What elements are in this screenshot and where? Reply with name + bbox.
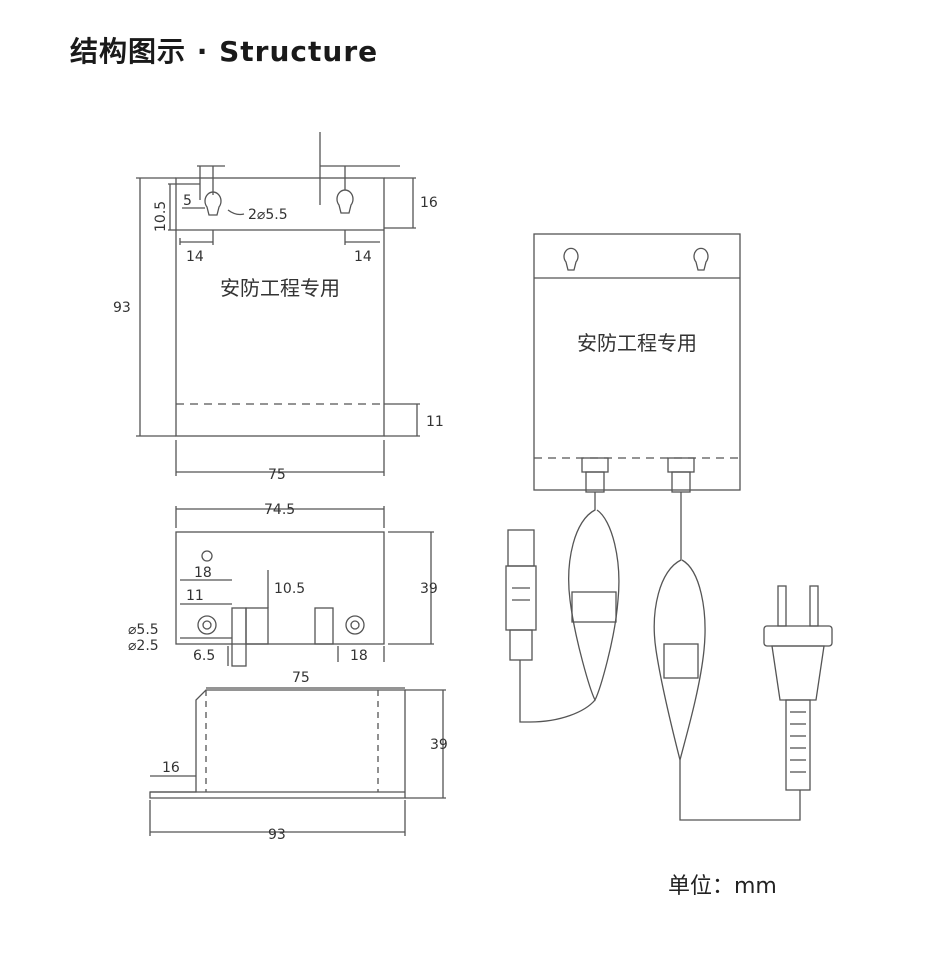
side-dim-16: 16 (162, 760, 180, 776)
bottom-dim-10-5: 10.5 (274, 581, 305, 597)
product-keyhole-left (563, 247, 579, 271)
dc-socket-inner (202, 620, 212, 630)
dc-cable-tail (519, 660, 596, 723)
front-dim-93: 93 (113, 300, 131, 316)
side-dim-93: 93 (268, 827, 286, 843)
front-dim-11: 11 (426, 414, 444, 430)
front-dim-5: 5 (183, 193, 192, 209)
front-dim-14-right: 14 (354, 249, 372, 265)
dc-plug-neck (509, 629, 533, 661)
keyhole-left (204, 191, 222, 216)
side-dim-75: 75 (292, 670, 310, 686)
side-body-outline (149, 689, 406, 799)
ac-plug-pin-right (809, 585, 819, 627)
dc-plug-tip (507, 529, 535, 567)
cable-gland-outer (345, 615, 365, 635)
product-body (533, 233, 741, 491)
bottom-dim-18-top: 18 (194, 565, 212, 581)
bottom-dim-11: 11 (186, 588, 204, 604)
product-body-label: 安防工程专用 (577, 331, 697, 355)
bottom-dim-phi-5-5: ⌀5.5 (128, 622, 159, 638)
product-illustration (505, 233, 833, 821)
cable-gland-inner (350, 620, 360, 630)
front-view (136, 132, 420, 476)
dc-plug-body (505, 565, 537, 631)
ac-plug-grip (785, 699, 811, 791)
gland-block-left (231, 607, 247, 667)
front-dim-16: 16 (420, 195, 438, 211)
bottom-body-outline (175, 531, 385, 645)
ac-plug-pin-left (777, 585, 787, 627)
page-title: 结构图示 · Structure (70, 35, 379, 68)
ac-cable-tie (663, 643, 699, 679)
bottom-small-hole (201, 550, 213, 562)
bottom-dim-39: 39 (420, 581, 438, 597)
gland-block-right (314, 607, 334, 645)
keyhole-right (336, 189, 354, 214)
front-body-outline (175, 177, 385, 437)
bottom-dim-18-bottom: 18 (350, 648, 368, 664)
unit-label: 单位：mm (668, 874, 777, 899)
front-dim-75: 75 (268, 467, 286, 483)
front-product-label: 安防工程专用 (220, 276, 340, 300)
ac-cable-tail (679, 760, 801, 821)
bottom-view (175, 506, 434, 667)
bottom-dim-74-5: 74.5 (264, 502, 295, 518)
dc-socket-outer (197, 615, 217, 635)
front-dim-10-5: 10.5 (153, 201, 169, 232)
bottom-dim-phi-2-5: ⌀2.5 (128, 638, 159, 654)
bottom-dim-6-5: 6.5 (193, 648, 215, 664)
dc-cable-tie (571, 591, 617, 623)
side-dim-39: 39 (430, 737, 448, 753)
ac-cable-loop (653, 492, 706, 761)
front-hole-label: 2⌀5.5 (248, 207, 288, 223)
ac-plug-head (763, 625, 833, 647)
side-view (149, 687, 446, 836)
product-keyhole-right (693, 247, 709, 271)
dc-cable-loop (568, 492, 620, 702)
front-dim-14-left: 14 (186, 249, 204, 265)
ac-plug-body (771, 645, 825, 701)
